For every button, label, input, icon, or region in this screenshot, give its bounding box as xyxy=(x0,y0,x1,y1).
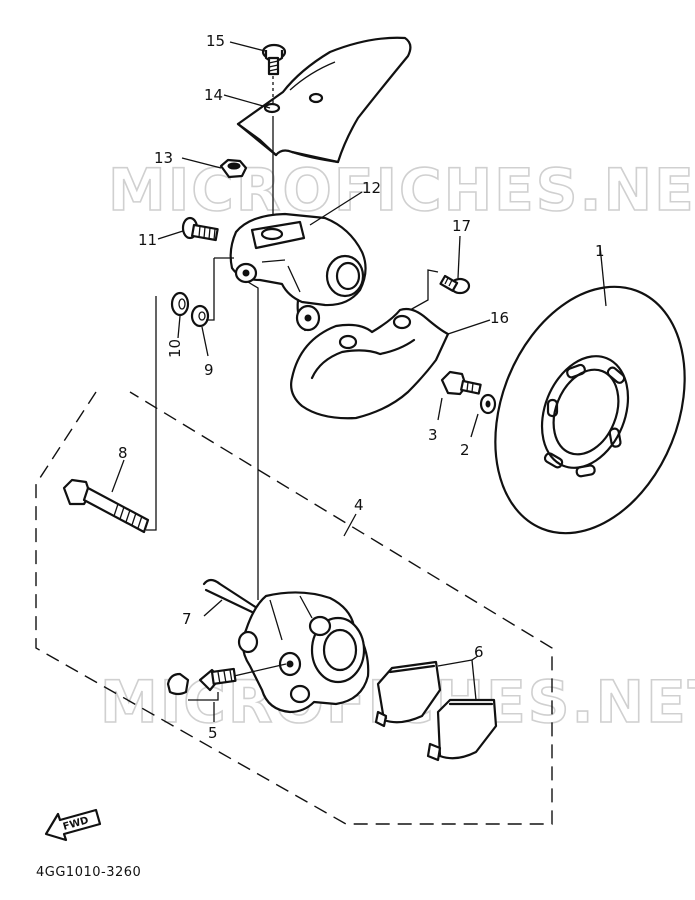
callout-9: 9 xyxy=(204,361,214,379)
part-7-pin xyxy=(202,578,262,614)
part-13-nut xyxy=(219,158,248,179)
part-9-washer xyxy=(190,304,210,328)
callout-11: 11 xyxy=(138,231,157,249)
callout-5: 5 xyxy=(208,724,218,742)
callout-8: 8 xyxy=(118,444,128,462)
part-12-bracket xyxy=(229,212,367,332)
diagram-code: 4GG1010-3260 xyxy=(36,865,141,880)
part-11-bolt xyxy=(181,216,219,242)
part-14-guard xyxy=(236,36,412,164)
callout-4: 4 xyxy=(354,496,364,514)
part-8-bolt xyxy=(62,478,150,534)
part-3-bolt xyxy=(440,370,482,396)
callout-7: 7 xyxy=(182,610,192,628)
part-16-guard xyxy=(290,307,450,420)
callout-6: 6 xyxy=(474,643,484,661)
callout-12: 12 xyxy=(362,179,381,197)
part-17-screw xyxy=(439,274,471,295)
part-2-washer xyxy=(479,393,497,415)
part-1-disc xyxy=(494,285,686,535)
callout-17: 17 xyxy=(452,217,471,235)
callout-2: 2 xyxy=(460,441,470,459)
watermark-top: MICROFICHES.NET xyxy=(108,156,695,224)
part-5-bleed-screw xyxy=(166,667,237,696)
callout-14: 14 xyxy=(204,86,223,104)
part-10-washer xyxy=(170,291,190,317)
callout-13: 13 xyxy=(154,149,173,167)
part-6-pads xyxy=(374,660,498,762)
part-15-bolt xyxy=(261,43,287,76)
forward-arrow-icon: FWD xyxy=(44,808,102,842)
callout-15: 15 xyxy=(206,32,225,50)
callout-3: 3 xyxy=(428,426,438,444)
callout-16: 16 xyxy=(490,309,509,327)
callout-10: 10 xyxy=(166,339,184,358)
callout-1: 1 xyxy=(595,242,605,260)
caliper-body xyxy=(237,591,370,714)
part-4-assembly-outline xyxy=(35,391,553,825)
